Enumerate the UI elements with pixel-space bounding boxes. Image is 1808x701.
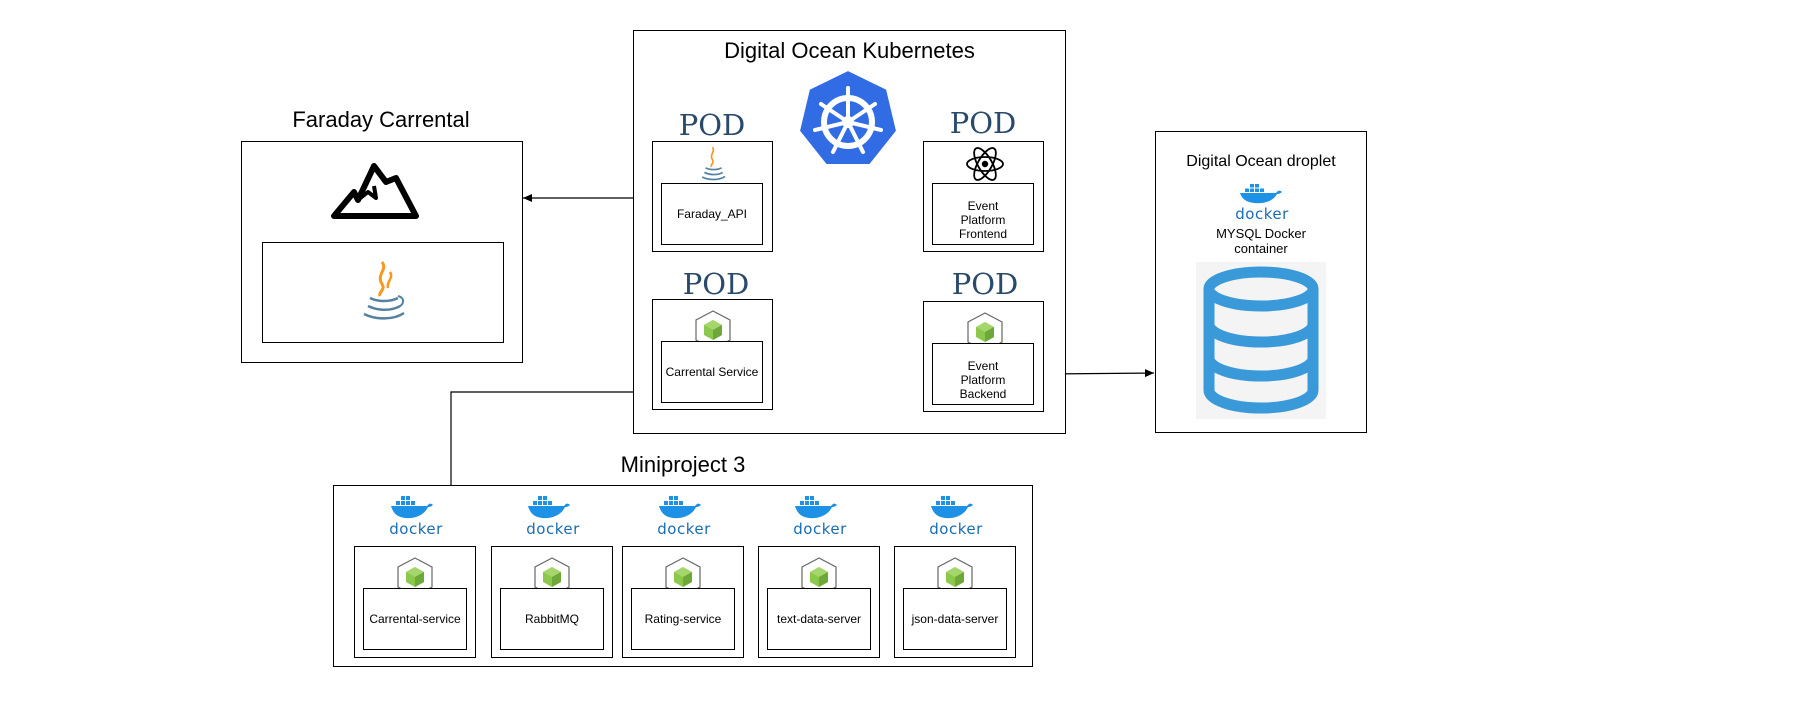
docker-icon	[927, 494, 987, 525]
mini-service-label: Rating-service	[644, 612, 722, 626]
docker-wordmark: docker	[929, 520, 983, 538]
mini-service-container: text-data-server	[767, 588, 871, 650]
droplet-group-title: Digital Ocean droplet	[1186, 153, 1336, 170]
mini-service-card: Carrental-service	[354, 546, 476, 658]
kubernetes-icon	[797, 68, 899, 166]
docker-wordmark: docker	[389, 520, 443, 538]
docker-icon	[655, 494, 715, 525]
frontend-label: Event Platform Frontend	[958, 199, 1008, 241]
mini-service-container: RabbitMQ	[500, 588, 604, 650]
pod-event-platform-frontend: Event Platform Frontend	[923, 141, 1044, 252]
faraday-group-title: Faraday Carrental	[292, 107, 470, 132]
docker-wordmark: docker	[793, 520, 847, 538]
iceberg-logo-icon	[331, 163, 419, 219]
docker-wordmark: docker	[526, 520, 580, 538]
backend-label: Event Platform Backend	[959, 359, 1007, 401]
faraday-api-container: Faraday_API	[661, 183, 763, 245]
mini-service-container: json-data-server	[903, 588, 1007, 650]
docker-icon	[387, 494, 447, 525]
mini-service-label: text-data-server	[776, 612, 862, 626]
mini-service-container: Rating-service	[631, 588, 735, 650]
react-icon	[966, 147, 1004, 181]
pod-carrental-service: Carrental Service	[652, 299, 773, 410]
frontend-container: Event Platform Frontend	[932, 183, 1034, 245]
pod-label-backend: POD	[951, 267, 1019, 301]
nodejs-icon	[967, 312, 1003, 352]
mini-service-label: json-data-server	[911, 612, 999, 626]
java-icon	[363, 260, 405, 320]
mini-service-container: Carrental-service	[363, 588, 467, 650]
docker-icon	[791, 494, 851, 525]
database-icon	[1196, 262, 1326, 419]
java-icon	[701, 146, 726, 181]
nodejs-icon	[799, 556, 839, 603]
carrental-service-label: Carrental Service	[665, 365, 759, 379]
pod-label-faraday-api: POD	[678, 108, 746, 142]
mini-service-label: Carrental-service	[369, 612, 461, 626]
mini-service-card: RabbitMQ	[491, 546, 613, 658]
nodejs-icon	[695, 310, 731, 350]
faraday-java-app	[262, 242, 504, 343]
faraday-carrental-group	[241, 141, 523, 363]
mini-service-card: text-data-server	[758, 546, 880, 658]
docker-icon	[1240, 184, 1282, 204]
kubernetes-group-title: Digital Ocean Kubernetes	[724, 38, 975, 63]
backend-container: Event Platform Backend	[932, 343, 1034, 405]
miniproject-group-title: Miniproject 3	[620, 452, 746, 477]
docker-icon	[524, 494, 584, 525]
droplet-docker-wordmark: docker	[1235, 205, 1289, 223]
pod-label-carrental: POD	[682, 267, 750, 301]
pod-event-platform-backend: Event Platform Backend	[923, 301, 1044, 412]
pod-faraday-api: Faraday_API	[652, 141, 773, 252]
nodejs-icon	[935, 556, 975, 603]
faraday-api-label: Faraday_API	[676, 207, 748, 221]
mini-service-label: RabbitMQ	[524, 612, 580, 626]
docker-wordmark: docker	[657, 520, 711, 538]
carrental-service-container: Carrental Service	[661, 341, 763, 403]
mini-service-card: json-data-server	[894, 546, 1016, 658]
mini-service-card: Rating-service	[622, 546, 744, 658]
nodejs-icon	[532, 556, 572, 603]
pod-label-frontend: POD	[949, 106, 1017, 140]
nodejs-icon	[663, 556, 703, 603]
mysql-container-label: MYSQL Docker container	[1216, 226, 1306, 256]
nodejs-icon	[395, 556, 435, 603]
